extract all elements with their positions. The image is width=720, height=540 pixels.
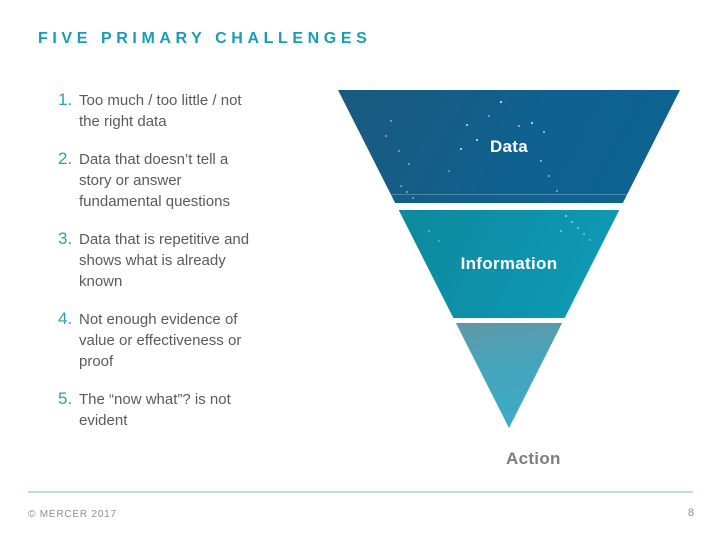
challenge-list: 1. Too much / too little / not the right… — [58, 89, 328, 431]
list-item: 2. Data that doesn’t tell a story or ans… — [58, 148, 328, 212]
text-line: The “now what”? is not — [79, 391, 231, 408]
funnel-level-information: Information — [338, 210, 680, 318]
list-item-text: Data that doesn’t tell a story or answer… — [79, 149, 230, 212]
sparkle-dots-decoration — [338, 90, 340, 92]
text-line: Too much / too little / not — [79, 92, 242, 109]
text-line: the right data — [79, 113, 167, 130]
funnel-bottom-label: Action — [506, 449, 561, 468]
funnel-diagram: Data Information — [338, 90, 680, 428]
text-line: fundamental questions — [79, 193, 230, 210]
footer-divider — [28, 491, 693, 493]
text-line: Data that is repetitive and — [79, 231, 250, 248]
text-line: Data that doesn’t tell a — [79, 151, 229, 168]
funnel-level-label: Data — [489, 136, 529, 156]
list-item-number: 4. — [58, 309, 73, 328]
funnel-level-data: Data — [338, 90, 680, 203]
list-item: 5. The “now what”? is not evident — [58, 388, 328, 431]
page-number: 8 — [687, 507, 694, 519]
list-item-number: 5. — [58, 389, 73, 408]
list-item: 1. Too much / too little / not the right… — [58, 89, 328, 132]
list-item-number: 1. — [58, 90, 73, 109]
text-line: value or effectiveness or — [79, 332, 242, 349]
footer-copyright: © MERCER 2017 — [28, 509, 117, 520]
list-item-number: 3. — [58, 229, 73, 248]
text-line: evident — [79, 412, 128, 429]
text-line: proof — [79, 353, 114, 370]
funnel-level-label: Information — [460, 254, 558, 273]
text-line: shows what is already — [79, 252, 226, 269]
list-item: 4. Not enough evidence of value or effec… — [58, 308, 328, 372]
list-item: 3. Data that is repetitive and shows wha… — [58, 228, 328, 292]
funnel-level-tip — [338, 323, 680, 428]
text-line: story or answer — [79, 172, 182, 189]
text-line: Not enough evidence of — [79, 311, 238, 328]
list-item-text: Not enough evidence of value or effectiv… — [79, 309, 241, 372]
list-item-text: Data that is repetitive and shows what i… — [79, 229, 249, 292]
list-item-number: 2. — [58, 149, 73, 168]
list-item-text: Too much / too little / not the right da… — [79, 90, 242, 132]
text-line: known — [79, 273, 123, 290]
slide-title: FIVE PRIMARY CHALLENGES — [38, 30, 372, 47]
list-item-text: The “now what”? is not evident — [79, 389, 231, 431]
